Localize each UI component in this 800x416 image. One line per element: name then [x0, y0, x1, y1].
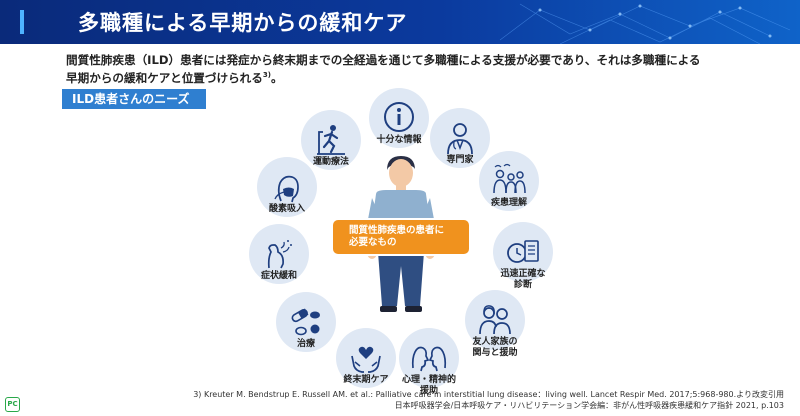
header-decoration	[499, 3, 791, 44]
need-bubble	[336, 328, 396, 388]
treadmill-icon	[317, 125, 345, 155]
need-treatment: 治療	[262, 292, 350, 352]
need-symptom-relief: 症状緩和	[235, 224, 323, 284]
intro-line-2-text: 早期からの緩和ケアと位置づけられる	[66, 70, 263, 85]
intro-line-1: 間質性肺疾患（ILD）患者には発症から終末期までの全経過を通じて多職種による支援…	[66, 53, 701, 67]
need-label: 治療	[296, 339, 315, 349]
need-bubble	[301, 110, 361, 170]
intro-text: 間質性肺疾患（ILD）患者には発症から終末期までの全経過を通じて多職種による支援…	[66, 53, 766, 86]
need-bubble	[369, 88, 429, 148]
intro-line-2: 早期からの緩和ケアと位置づけられる3)。	[66, 68, 766, 86]
center-label-line-2: 必要なもの	[349, 237, 397, 248]
need-bubble	[399, 328, 459, 388]
need-label: 友人家族の	[472, 337, 518, 347]
oxygen-mask-icon	[274, 175, 299, 203]
need-label-line-2: 援助	[419, 386, 438, 396]
need-label: 酸素吸入	[268, 204, 305, 214]
pc-logo: PC	[5, 397, 20, 412]
couple-icon	[479, 305, 511, 335]
intro-line-2-end: 。	[270, 70, 283, 85]
cough-icon	[267, 240, 292, 269]
need-family: 友人家族の 関与と援助	[451, 290, 539, 359]
need-label: 心理・精神的	[401, 375, 456, 385]
header-bar: 多職種による早期からの緩和ケア	[0, 0, 800, 44]
need-oxygen: 酸素吸入	[243, 157, 331, 217]
need-psychological: 心理・精神的 援助	[385, 328, 473, 397]
need-understanding: 疾患理解	[465, 151, 553, 211]
need-label: 症状緩和	[260, 271, 297, 281]
need-end-of-life-care: 終末期ケア	[322, 328, 410, 388]
needs-label: ILD患者さんのニーズ	[62, 89, 206, 109]
family-group-icon	[493, 163, 526, 194]
need-bubble	[276, 292, 336, 352]
need-expert: 専門家	[416, 108, 504, 168]
reference-line-2: 日本呼吸器学会/日本呼吸ケア・リハビリテーション学会編：非がん性呼吸器疾患緩和ケ…	[394, 400, 784, 410]
pills-icon	[291, 308, 320, 336]
need-bubble	[493, 222, 553, 282]
faces-talking-icon	[411, 346, 447, 372]
reference-line-1: 3) Kreuter M. Bendstrup E. Russell AM. e…	[193, 390, 784, 399]
need-label-line-2: 関与と援助	[472, 348, 518, 358]
need-bubble	[465, 290, 525, 350]
need-diagnosis: 迅速正確な 診断	[479, 222, 567, 291]
intro-citation: 3)	[262, 71, 271, 79]
need-bubble	[479, 151, 539, 211]
need-label: 運動療法	[312, 157, 349, 167]
need-label: 十分な情報	[376, 135, 422, 145]
need-bubble	[430, 108, 490, 168]
page-title: 多職種による早期からの緩和ケア	[78, 11, 408, 35]
need-label: 疾患理解	[490, 198, 527, 208]
need-label: 専門家	[446, 155, 474, 165]
clock-document-icon	[507, 240, 539, 263]
references: 3) Kreuter M. Bendstrup E. Russell AM. e…	[193, 390, 784, 411]
doctor-icon	[447, 123, 473, 155]
hands-heart-icon	[351, 346, 381, 373]
need-info: 十分な情報	[355, 88, 443, 148]
need-exercise: 運動療法	[287, 110, 375, 170]
header-accent	[20, 10, 24, 34]
need-label: 終末期ケア	[343, 375, 389, 385]
need-label: 迅速正確な	[500, 269, 546, 279]
center-label-line-1: 間質性肺疾患の患者に	[349, 225, 445, 236]
center-label: 間質性肺疾患の患者に 必要なもの	[331, 218, 471, 256]
need-bubble	[257, 157, 317, 217]
info-icon	[384, 102, 414, 132]
need-bubble	[249, 224, 309, 284]
need-label-line-2: 診断	[513, 280, 532, 290]
